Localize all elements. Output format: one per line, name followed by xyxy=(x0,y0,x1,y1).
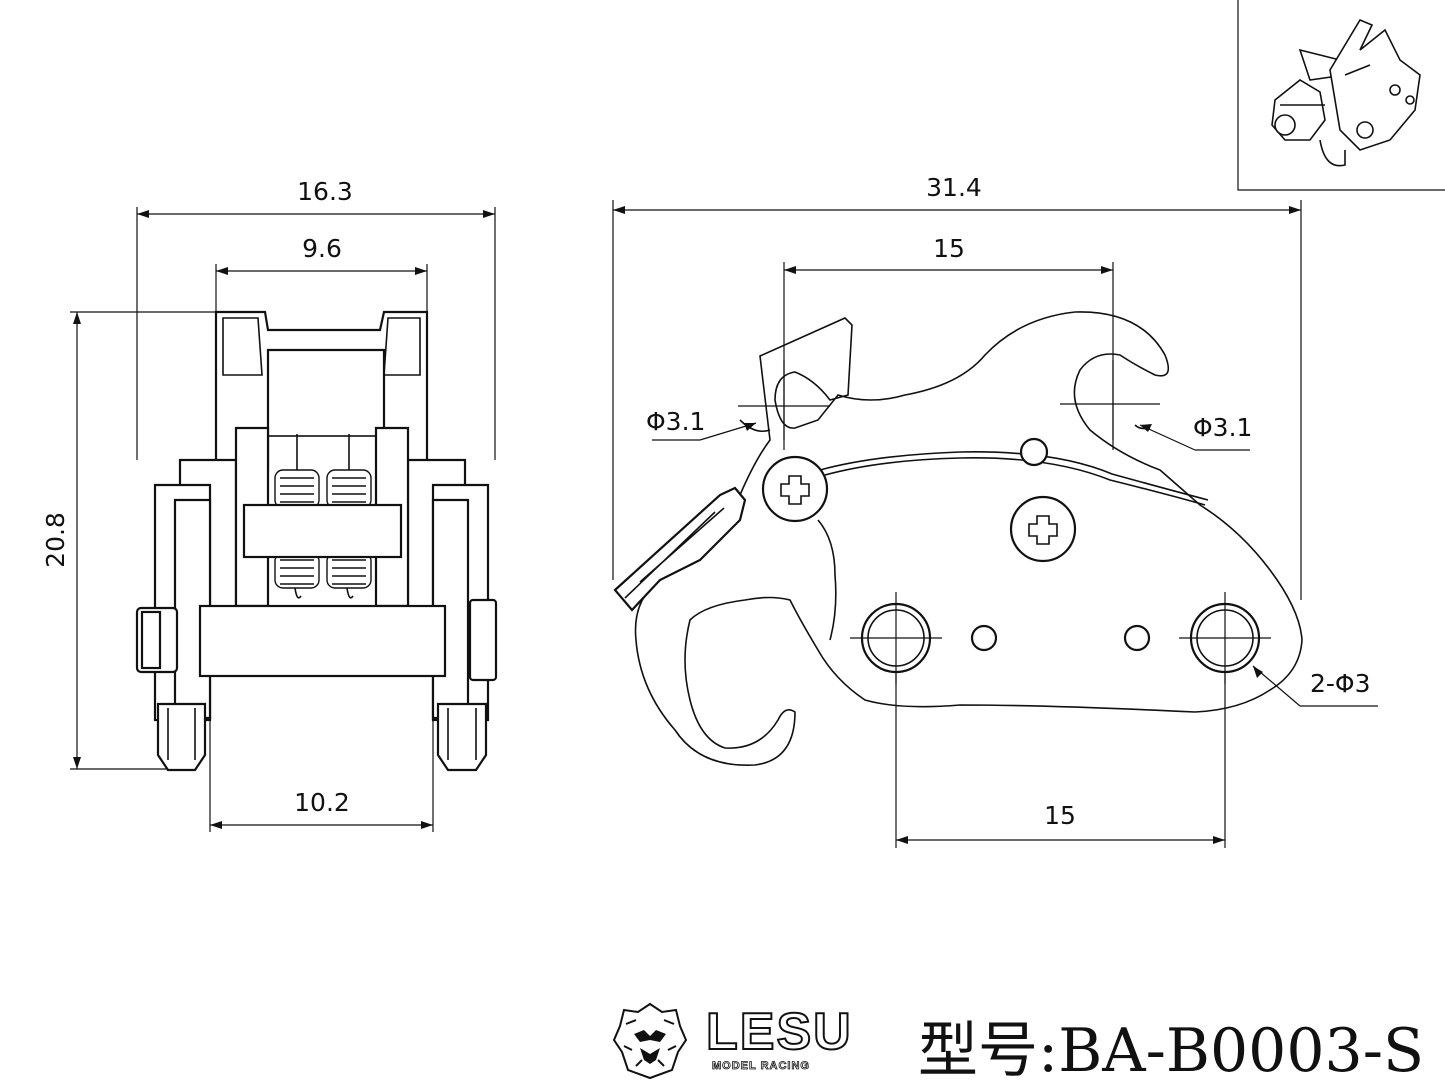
dim-9-6: 9.6 xyxy=(302,234,342,263)
hook-body xyxy=(613,311,1303,766)
label-2-phi-3: 2-Φ3 xyxy=(1310,669,1371,698)
side-body xyxy=(135,310,498,772)
dim-15-bottom: 15 xyxy=(1044,801,1076,830)
brand-logo: LESU xyxy=(705,1002,853,1062)
side-view: 16.3 9.6 20.8 10.2 xyxy=(41,177,498,832)
lion-logo-icon xyxy=(612,1002,688,1080)
model-number: 型号:BA-B0003-S xyxy=(918,1016,1425,1086)
dim-16-3: 16.3 xyxy=(297,177,353,206)
inset-3d-view xyxy=(1237,0,1445,191)
front-view: 31.4 15 15 Φ3.1 Φ3.1 2-Φ3 xyxy=(612,173,1378,848)
dim-15-top: 15 xyxy=(933,234,965,263)
label-phi-3-1-right: Φ3.1 xyxy=(1193,413,1252,442)
label-phi-3-1-left: Φ3.1 xyxy=(646,407,705,436)
footer: LESU MODEL RACING 型号:BA-B0003-S xyxy=(600,996,1445,1086)
brand-subtitle: MODEL RACING xyxy=(712,1060,810,1073)
dim-20-8: 20.8 xyxy=(41,512,70,568)
dim-31-4: 31.4 xyxy=(926,173,982,202)
dim-10-2: 10.2 xyxy=(294,788,350,817)
